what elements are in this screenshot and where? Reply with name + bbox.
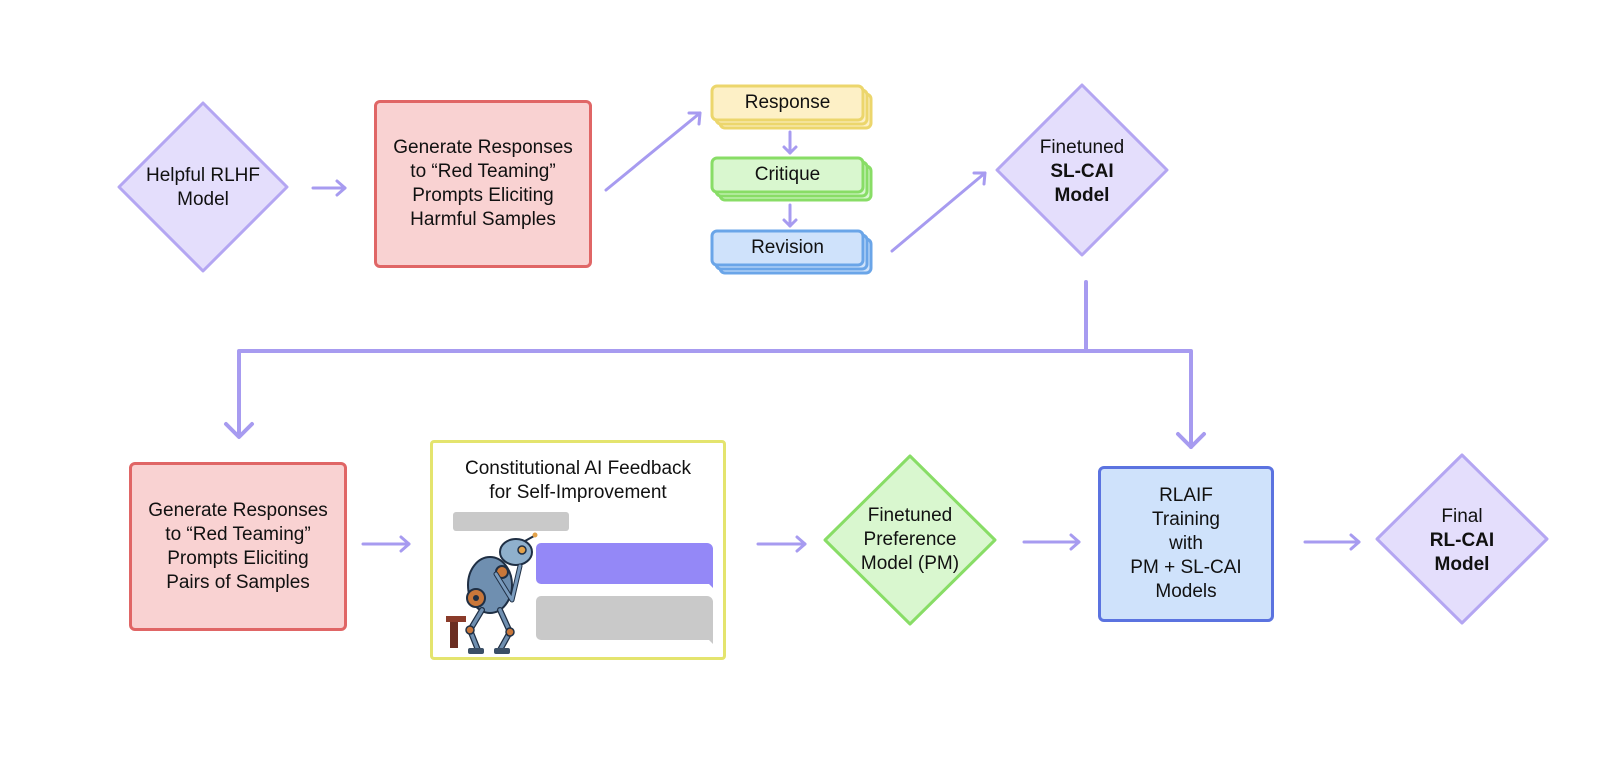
generate-harmful-line-1: Generate Responses [393, 137, 573, 158]
arrow-rlaif-to-final [1303, 533, 1361, 551]
rlaif-line-5: Models [1155, 581, 1217, 602]
preference-model-label: Finetuned Preference Model (PM) [830, 502, 990, 578]
response-stack [710, 84, 873, 130]
helpful-rlhf-label: Helpful RLHF Model [123, 160, 283, 216]
chat-bubble-gray [536, 596, 713, 644]
helpful-rlhf-line-1: Helpful RLHF [145, 165, 261, 186]
generate-pairs-line-3: Prompts Eliciting [167, 547, 309, 569]
final-line-1: Final [1441, 506, 1483, 527]
arrow-feedback-to-pm [756, 535, 807, 553]
cai-feedback-box: Constitutional AI Feedback for Self-Impr… [430, 440, 726, 660]
final-line-2: RL-CAI [1429, 530, 1495, 551]
diamond-sl-cai [995, 83, 1169, 257]
cai-feedback-title: Constitutional AI Feedback for Self-Impr… [433, 457, 723, 505]
generate-harmful-line-3: Prompts Eliciting [412, 185, 554, 206]
sl-cai-line-2: SL-CAI [1050, 161, 1114, 182]
rlaif-line-2: Training [1152, 509, 1220, 530]
rlaif-training-box: RLAIF Training with PM + SL-CAI Models [1098, 466, 1274, 622]
response-label: Response [744, 92, 831, 113]
sl-cai-line-3: Model [1054, 185, 1110, 206]
generate-harmful-line-2: to “Red Teaming” [410, 161, 556, 182]
rlaif-line-3: with [1169, 533, 1203, 554]
sl-cai-label: Finetuned SL-CAI Model [1002, 134, 1162, 210]
final-line-3: Model [1434, 554, 1490, 575]
pm-line-1: Finetuned [867, 505, 953, 526]
arrow-generate-to-response [604, 111, 702, 192]
chat-gray-header-bar [453, 512, 569, 531]
revision-label: Revision [751, 237, 824, 258]
generate-harmful-line-4: Harmful Samples [410, 209, 556, 230]
generate-pairs-line-1: Generate Responses [148, 499, 328, 521]
pm-line-2: Preference [863, 529, 957, 550]
cai-title-line-1: Constitutional AI Feedback [464, 458, 692, 479]
arrow-critique-to-revision [782, 203, 798, 228]
chat-bubble-purple [536, 543, 713, 588]
arrow-revision-to-sl-cai [890, 171, 987, 253]
rlaif-line-4: PM + SL-CAI [1130, 557, 1242, 578]
generate-pairs-box: Generate Responses to “Red Teaming” Prom… [129, 462, 347, 631]
arrow-pm-to-rlaif [1022, 533, 1081, 551]
generate-pairs-line-4: Pairs of Samples [166, 571, 310, 593]
arrow-rlhf-to-generate [311, 179, 347, 197]
thinking-robot-icon [446, 532, 538, 654]
branch-connector [224, 280, 1206, 449]
diamond-final [1375, 453, 1549, 625]
diamond-helpful-rlhf [117, 101, 289, 273]
final-model-label: Final RL-CAI Model [1382, 503, 1542, 579]
arrow-response-to-critique [782, 130, 798, 155]
generate-pairs-line-2: to “Red Teaming” [165, 523, 311, 545]
revision-stack [710, 229, 873, 275]
rlaif-text: RLAIF Training with PM + SL-CAI Models [1101, 469, 1271, 619]
cai-title-line-2: for Self-Improvement [489, 482, 667, 503]
critique-stack [710, 156, 873, 202]
sl-cai-line-1: Finetuned [1039, 137, 1125, 158]
diamond-preference-model [823, 454, 997, 626]
critique-label: Critique [754, 164, 821, 185]
arrow-pairs-to-feedback [361, 535, 411, 553]
rlaif-line-1: RLAIF [1159, 485, 1213, 506]
helpful-rlhf-line-2: Model [177, 189, 229, 210]
pm-line-3: Model (PM) [860, 553, 960, 574]
generate-harmful-box: Generate Responses to “Red Teaming” Prom… [374, 100, 592, 268]
